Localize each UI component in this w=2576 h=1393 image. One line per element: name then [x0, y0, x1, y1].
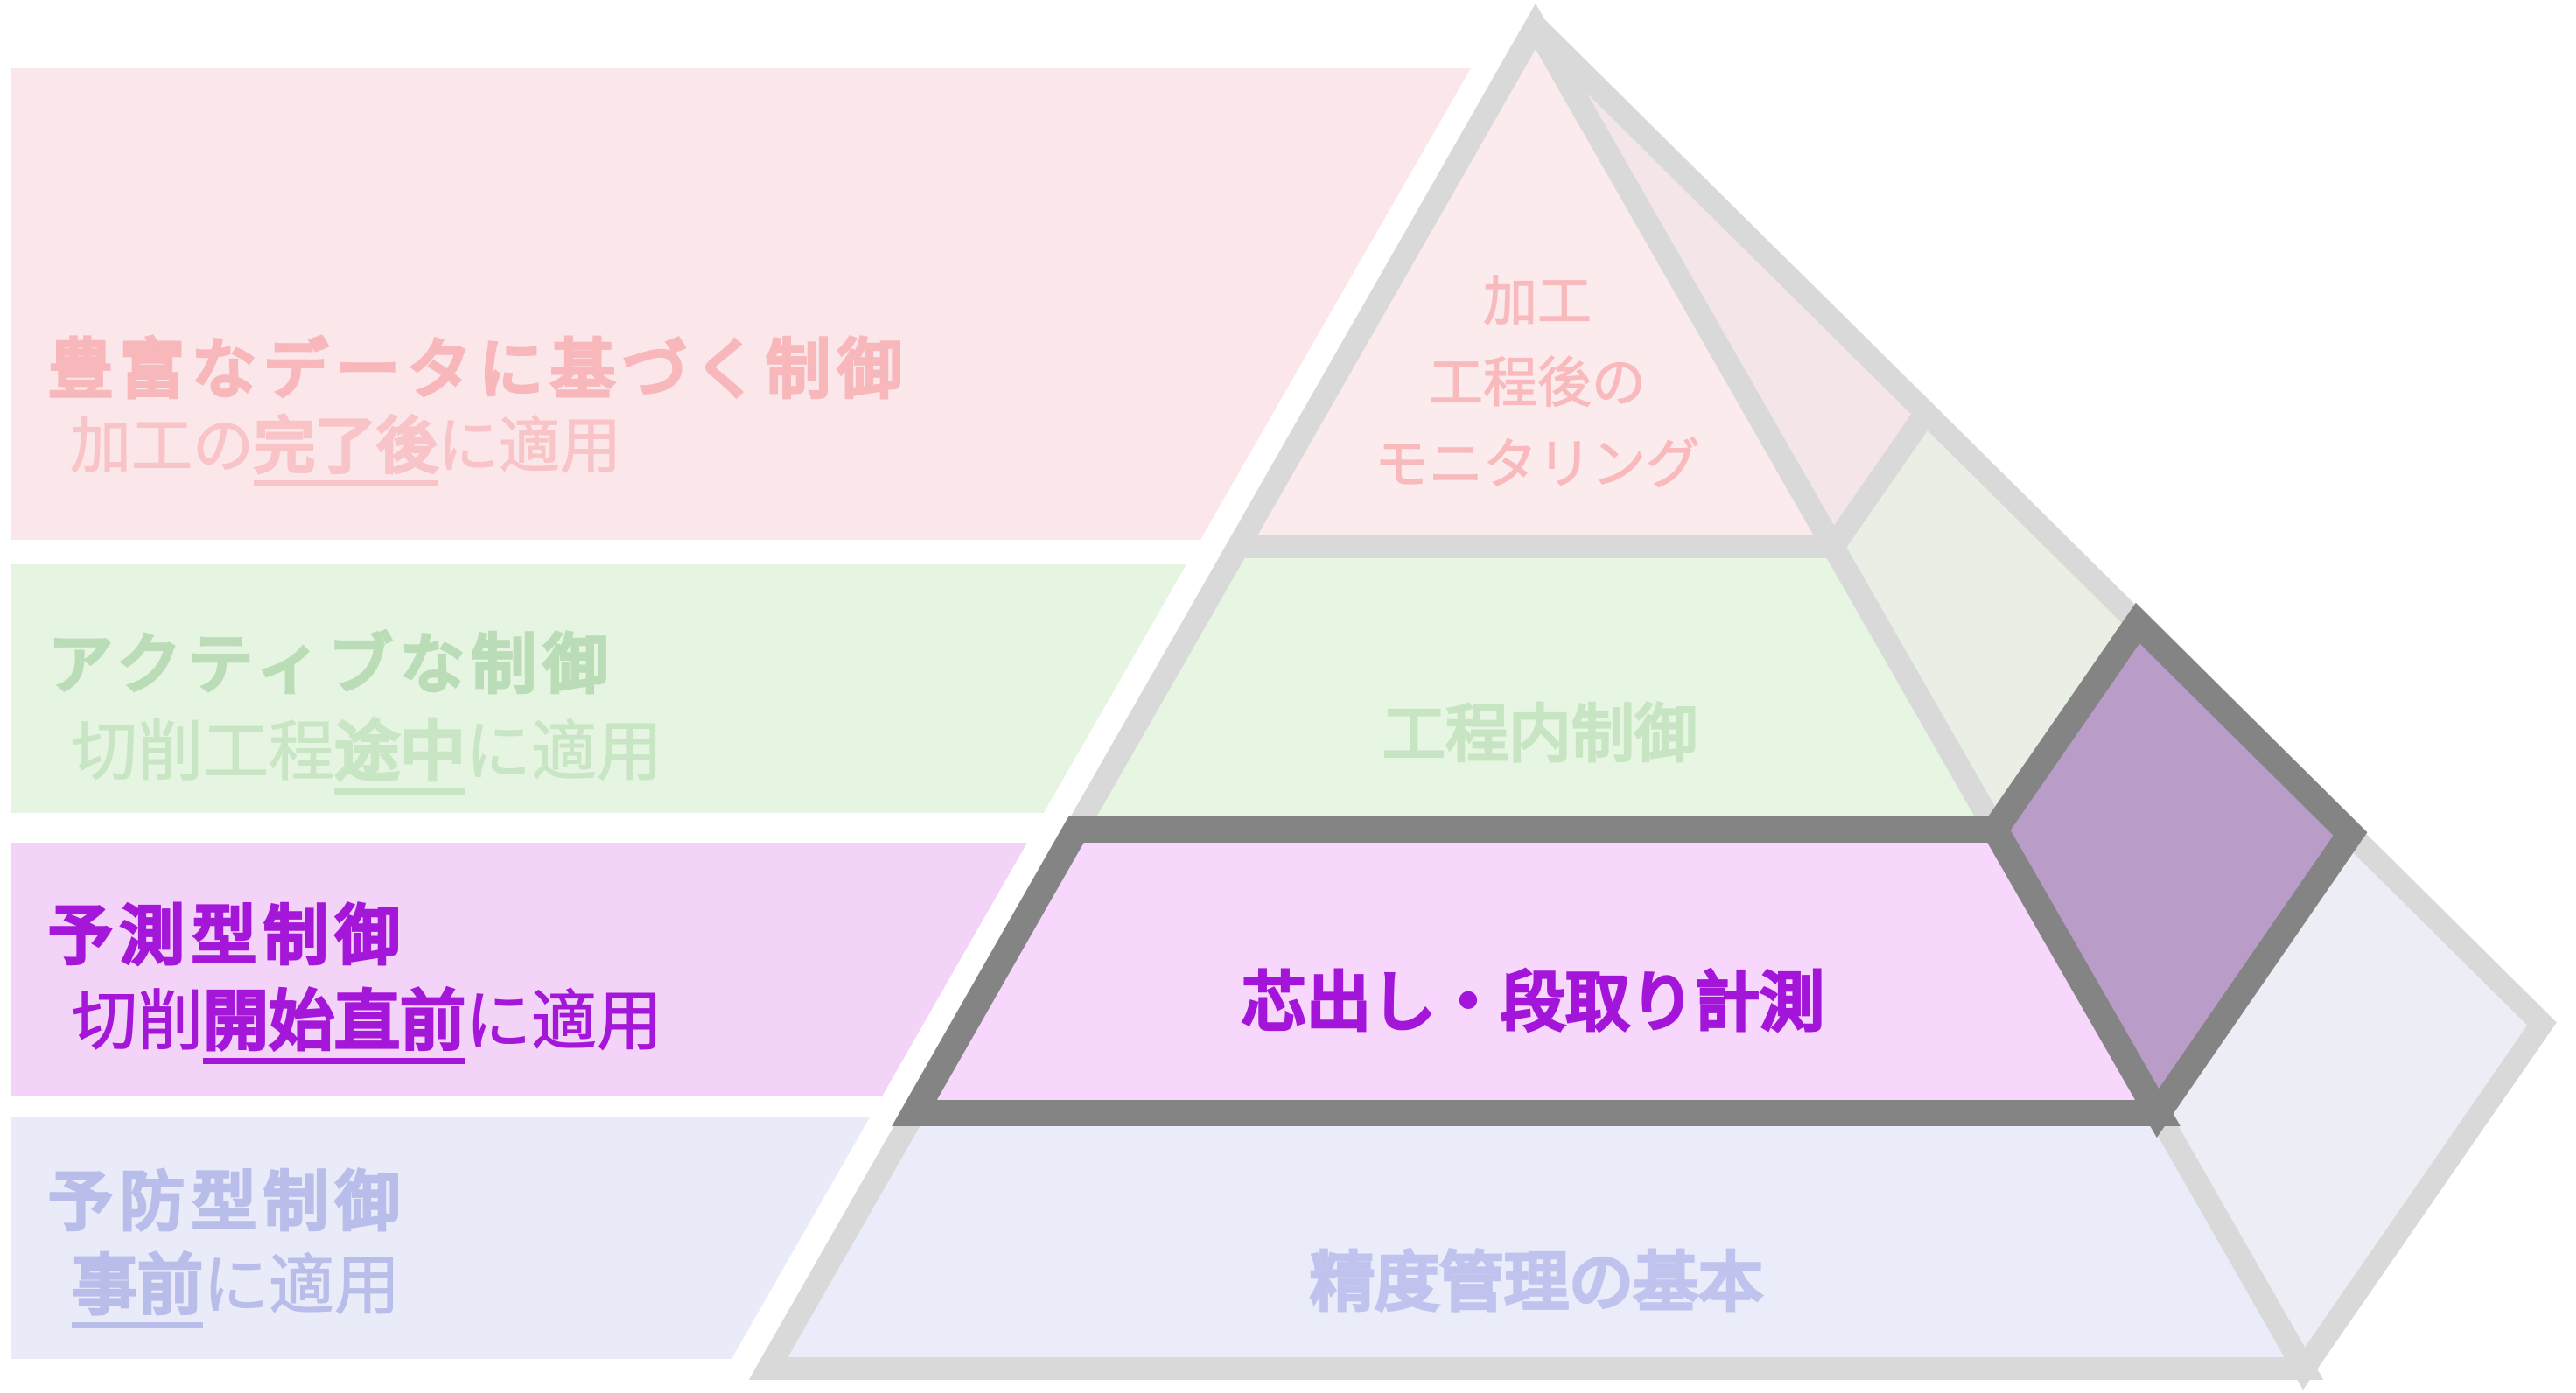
row1-title: 豊富なデータに基づく制御 — [47, 332, 909, 408]
row4-subtitle-post: に適用 — [202, 1247, 401, 1324]
band-row2 — [10, 564, 1186, 813]
row1-subtitle: 加工の完了後に適用 — [69, 410, 622, 486]
row2-subtitle-em: 途中 — [333, 715, 466, 794]
row3-subtitle-post: に適用 — [465, 983, 663, 1060]
row4-title: 予防型制御 — [47, 1165, 407, 1240]
band-row4 — [10, 1117, 870, 1359]
row1-subtitle-em: 完了後 — [253, 412, 438, 486]
row3-subtitle-em: 開始直前 — [202, 984, 466, 1064]
layer1-label: 加工 工程後の モニタリング — [1374, 269, 1701, 496]
row1-subtitle-post: に適用 — [437, 410, 621, 482]
side-layer3-highlighted — [1979, 602, 2368, 1138]
row2-subtitle-post: に適用 — [465, 713, 663, 790]
row1-subtitle-pre: 加工の — [69, 410, 254, 482]
layer4-label: 精度管理の基本 — [1309, 1244, 1764, 1321]
layer2-label: 工程内制御 — [1382, 697, 1698, 772]
row2-subtitle: 切削工程途中に適用 — [71, 713, 663, 794]
row3-subtitle-pre: 切削 — [71, 983, 204, 1060]
row4-subtitle-em: 事前 — [71, 1249, 204, 1328]
band-row3 — [10, 843, 1027, 1096]
row2-subtitle-pre: 切削工程 — [71, 713, 335, 790]
row3-subtitle: 切削開始直前に適用 — [71, 983, 663, 1064]
row4-subtitle: 事前に適用 — [71, 1247, 401, 1328]
row2-title: アクティブな制御 — [47, 627, 615, 703]
layer3-label: 芯出し・段取り計測 — [1241, 964, 1825, 1041]
band-row1 — [10, 68, 1471, 540]
row3-title: 予測型制御 — [47, 899, 407, 974]
